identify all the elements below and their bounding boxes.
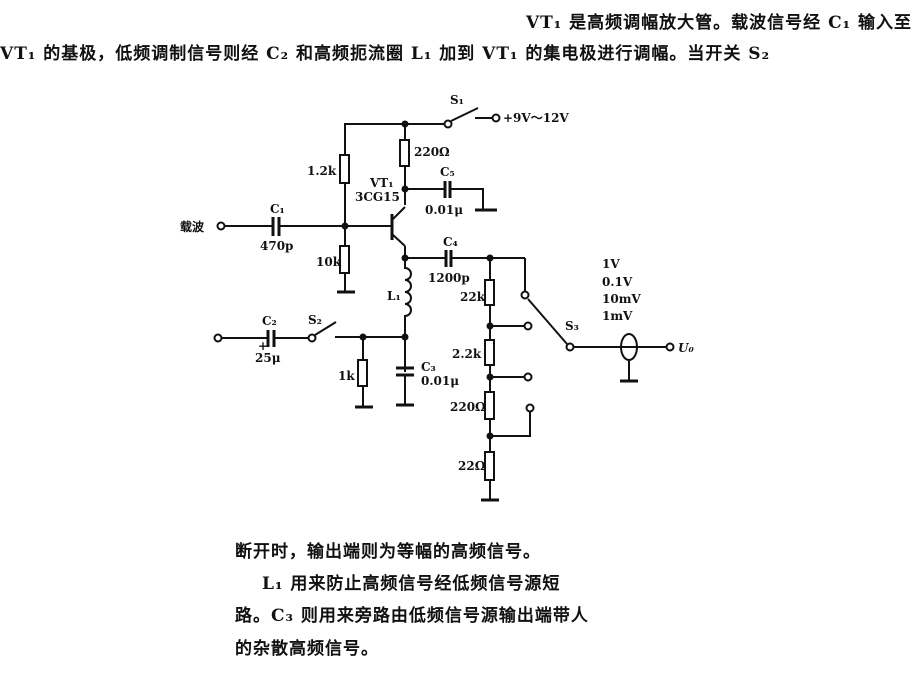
vt-model: 3CG15 — [355, 190, 400, 204]
paragraph-line: L₁ 用来防止高频信号经低频信号源短 — [262, 574, 561, 594]
c2-label: C₂ — [262, 314, 277, 328]
r3-label: 10k — [316, 255, 342, 269]
s1-label: S₁ — [450, 93, 464, 107]
c3-label: C₃ — [421, 360, 436, 374]
resistor-r4 — [357, 359, 368, 387]
paragraph-line: 路。C₃ 则用来旁路由低频信号源输出端带人 — [235, 606, 589, 626]
r6-label: 2.2k — [452, 347, 482, 361]
c4-value: 1200p — [428, 271, 470, 285]
l1-label: L₁ — [387, 289, 401, 303]
c1-value: 470p — [260, 239, 293, 253]
resistor-r8 — [484, 451, 495, 481]
level-label: 1V — [602, 257, 620, 271]
r1-label: 1.2k — [307, 164, 337, 178]
r4-label: 1k — [338, 369, 355, 383]
transistor-vt1 — [390, 206, 406, 258]
carrier-label: 载波 — [180, 219, 205, 234]
level-label: 1mV — [602, 309, 633, 323]
supply-label: +9V～12V — [503, 111, 569, 125]
c2-value: 25μ — [255, 351, 281, 365]
r2-label: 220Ω — [414, 145, 450, 159]
carrier-input-terminal — [216, 221, 226, 231]
c3-value: 0.01μ — [421, 374, 459, 388]
paragraph-line: 断开时，输出端则为等幅的高频信号。 — [235, 542, 541, 562]
modulation-input-terminal — [213, 333, 223, 343]
c5-value: 0.01μ — [425, 203, 463, 217]
switch-s2 — [314, 321, 337, 336]
paragraph-line: 的杂散高频信号。 — [235, 639, 379, 659]
c1-label: C₁ — [270, 202, 285, 216]
level-label: 10mV — [602, 292, 641, 306]
output-label: U₀ — [678, 341, 694, 355]
c4-label: C₄ — [443, 235, 458, 249]
resistor-r6 — [484, 339, 495, 366]
inductor-l1 — [404, 258, 412, 372]
resistor-r5 — [484, 279, 495, 306]
paragraph-line: VT₁ 是高频调幅放大管。载波信号经 C₁ 输入至 — [525, 13, 912, 33]
paragraph-line: VT₁ 的基极，低频调制信号则经 C₂ 和高频扼流圈 L₁ 加到 VT₁ 的集电… — [0, 44, 771, 64]
r8-label: 22Ω — [458, 459, 486, 473]
level-label: 0.1V — [602, 275, 633, 289]
resistor-r3 — [339, 245, 350, 274]
vt-label: VT₁ — [369, 176, 394, 190]
r7-label: 220Ω — [450, 400, 486, 414]
c5-label: C₅ — [440, 165, 455, 179]
r5-label: 22k — [460, 290, 486, 304]
resistor-r1 — [339, 154, 350, 184]
output-terminal — [665, 342, 675, 352]
s2-label: S₂ — [308, 313, 322, 327]
resistor-r7 — [484, 391, 495, 420]
resistor-r2 — [399, 139, 410, 167]
switch-s3[interactable] — [527, 298, 568, 345]
svg-text:+: + — [258, 339, 268, 353]
s3-label: S₃ — [565, 319, 579, 333]
top-rail — [344, 107, 501, 226]
